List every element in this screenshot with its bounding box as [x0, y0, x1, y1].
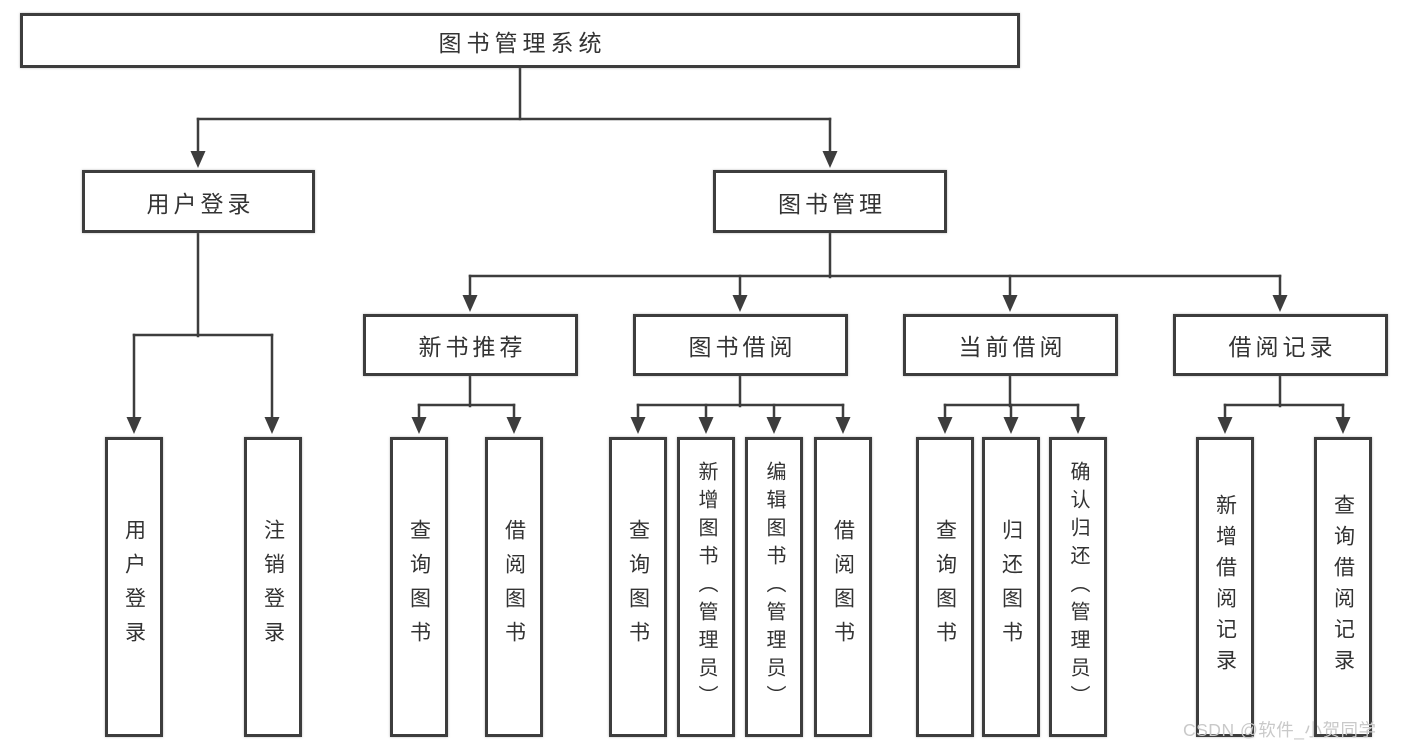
leaf-label: 新增借阅记录	[1213, 494, 1237, 680]
leaf-logout-login: 注销登录	[244, 437, 302, 737]
leaf-query-books-borrowing: 查询图书	[609, 437, 667, 737]
node-label: 新书推荐	[418, 334, 527, 360]
leaf-borrow-books-recommend: 借阅图书	[485, 437, 543, 737]
leaf-label: 借阅图书	[502, 519, 526, 655]
leaf-user-login: 用户登录	[105, 437, 163, 737]
node-label: 当前借阅	[958, 334, 1067, 360]
node-label: 用户登录	[146, 190, 255, 217]
leaf-edit-books-admin: 编辑图书（管理员）	[745, 437, 803, 737]
leaf-label: 查询图书	[407, 519, 431, 655]
node-book-management: 图书管理	[713, 170, 947, 233]
node-current-borrowing: 当前借阅	[903, 314, 1118, 376]
leaf-return-books: 归还图书	[982, 437, 1040, 737]
node-new-book-recommend: 新书推荐	[363, 314, 578, 376]
leaf-label: 查询借阅记录	[1331, 494, 1355, 680]
leaf-label: 查询图书	[626, 519, 650, 655]
node-label: 图书管理	[778, 190, 886, 217]
leaf-label: 确认归还（管理员）	[1067, 461, 1089, 713]
node-borrowing-records: 借阅记录	[1173, 314, 1388, 376]
leaf-label: 注销登录	[261, 519, 285, 655]
leaf-add-borrow-record: 新增借阅记录	[1196, 437, 1254, 737]
leaf-label: 编辑图书（管理员）	[763, 461, 785, 713]
node-library-management-system: 图书管理系统	[20, 13, 1020, 68]
watermark: CSDN @软件_小贺同学	[1183, 720, 1377, 740]
leaf-query-borrow-record: 查询借阅记录	[1314, 437, 1372, 737]
leaf-label: 归还图书	[999, 519, 1023, 655]
leaf-confirm-return-admin: 确认归还（管理员）	[1049, 437, 1107, 737]
node-label: 图书管理系统	[438, 29, 607, 56]
leaf-label: 查询图书	[933, 519, 957, 655]
leaf-label: 新增图书（管理员）	[695, 461, 717, 713]
node-book-borrowing: 图书借阅	[633, 314, 848, 376]
leaf-query-books-recommend: 查询图书	[390, 437, 448, 737]
leaf-borrow-books-borrowing: 借阅图书	[814, 437, 872, 737]
leaf-add-books-admin: 新增图书（管理员）	[677, 437, 735, 737]
leaf-query-books-current: 查询图书	[916, 437, 974, 737]
leaf-label: 借阅图书	[831, 519, 855, 655]
node-label: 图书借阅	[688, 334, 797, 360]
node-label: 借阅记录	[1228, 334, 1337, 360]
node-user-login: 用户登录	[82, 170, 315, 233]
leaf-label: 用户登录	[122, 519, 146, 655]
